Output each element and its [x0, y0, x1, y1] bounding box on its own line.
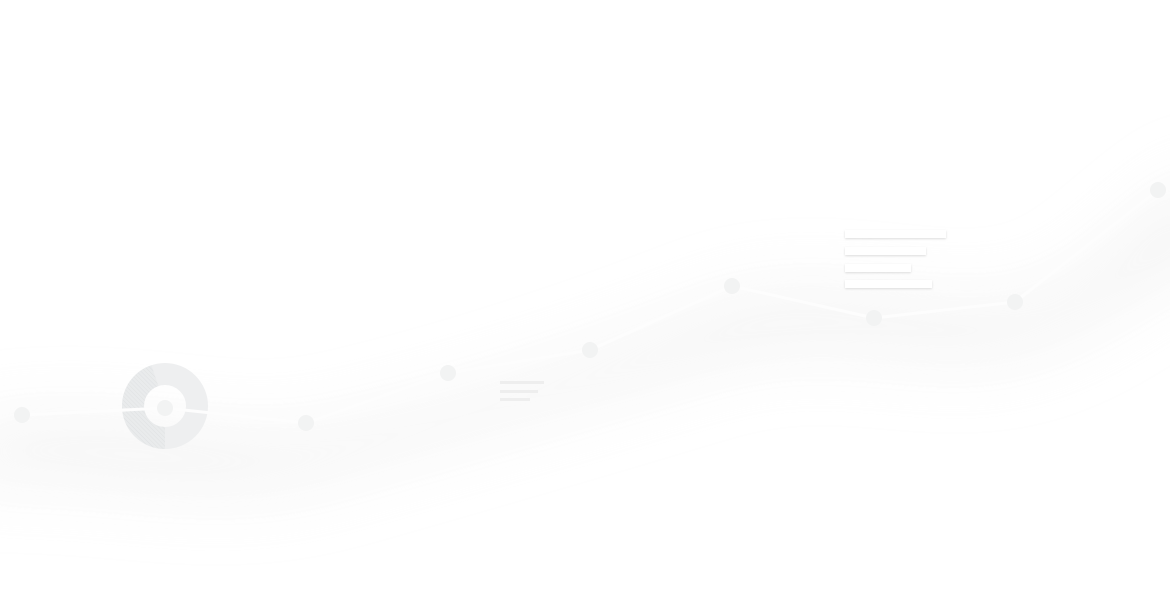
- trend-marker: [1007, 294, 1023, 310]
- haze-band: [0, 198, 1170, 492]
- trend-marker: [724, 278, 740, 294]
- trend-marker: [14, 407, 30, 423]
- text-line: [500, 381, 544, 384]
- trend-line-icon: [14, 182, 1166, 431]
- trend-marker: [1150, 182, 1166, 198]
- bar-card-bar: [845, 247, 926, 255]
- trend-marker: [440, 365, 456, 381]
- bar-card-bar: [845, 230, 946, 238]
- trend-marker: [866, 310, 882, 326]
- bar-card-icon: [845, 230, 946, 288]
- trend-marker: [157, 400, 173, 416]
- text-lines-icon: [500, 381, 544, 401]
- trend-marker: [582, 342, 598, 358]
- text-line: [500, 398, 530, 401]
- bar-card-bar: [845, 264, 911, 272]
- trend-marker: [298, 415, 314, 431]
- bar-card-bar: [845, 280, 932, 288]
- donut-chart-icon: [122, 363, 208, 449]
- text-line: [500, 390, 538, 393]
